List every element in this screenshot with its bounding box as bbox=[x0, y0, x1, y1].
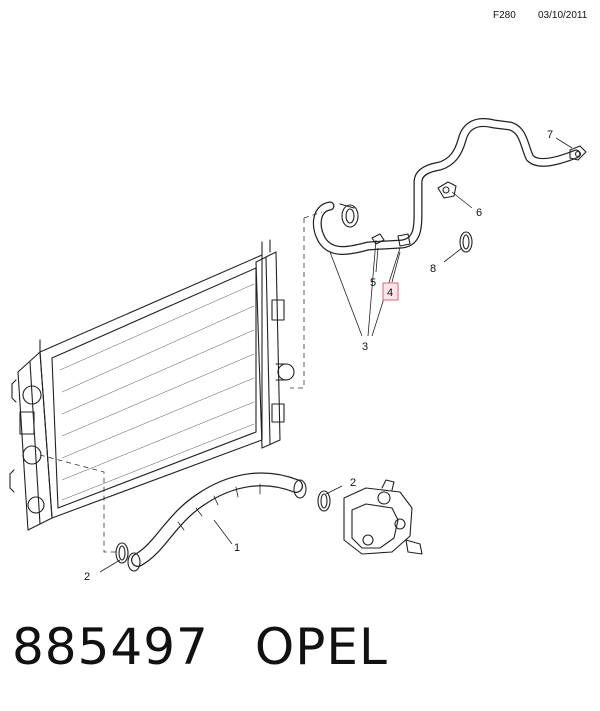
lower-hose bbox=[127, 472, 307, 572]
hose-clamp-lower-right bbox=[317, 490, 331, 512]
callout-5: 5 bbox=[370, 277, 376, 289]
thermostat-housing bbox=[343, 479, 423, 555]
callout-4-highlight bbox=[382, 282, 399, 301]
diagram-date: 03/10/2011 bbox=[538, 10, 588, 21]
part-number: 885497 bbox=[12, 618, 209, 676]
callout-4: 4 bbox=[387, 287, 393, 299]
callout-2-left: 2 bbox=[84, 571, 90, 583]
hose-clamp-8 bbox=[459, 231, 473, 253]
upper-hose bbox=[312, 118, 581, 255]
fitting-part-6 bbox=[437, 181, 457, 199]
callout-2-right: 2 bbox=[350, 477, 356, 489]
callout-3: 3 bbox=[362, 341, 368, 353]
brand-name: OPEL bbox=[254, 618, 388, 676]
callout-6: 6 bbox=[476, 207, 482, 219]
callout-1: 1 bbox=[234, 542, 240, 554]
footer-caption: 885497 OPEL bbox=[12, 618, 388, 676]
callout-8: 8 bbox=[430, 263, 436, 275]
hose-clamp-lower-left bbox=[115, 542, 129, 564]
callout-7: 7 bbox=[547, 129, 553, 141]
radiator bbox=[9, 239, 295, 531]
callouts: 1 2 2 3 4 5 6 7 8 bbox=[84, 129, 553, 583]
alignment-guides bbox=[39, 211, 323, 553]
quick-connector-7 bbox=[569, 145, 587, 161]
leader-lines bbox=[99, 137, 573, 573]
diagram-code: F280 bbox=[493, 10, 516, 21]
